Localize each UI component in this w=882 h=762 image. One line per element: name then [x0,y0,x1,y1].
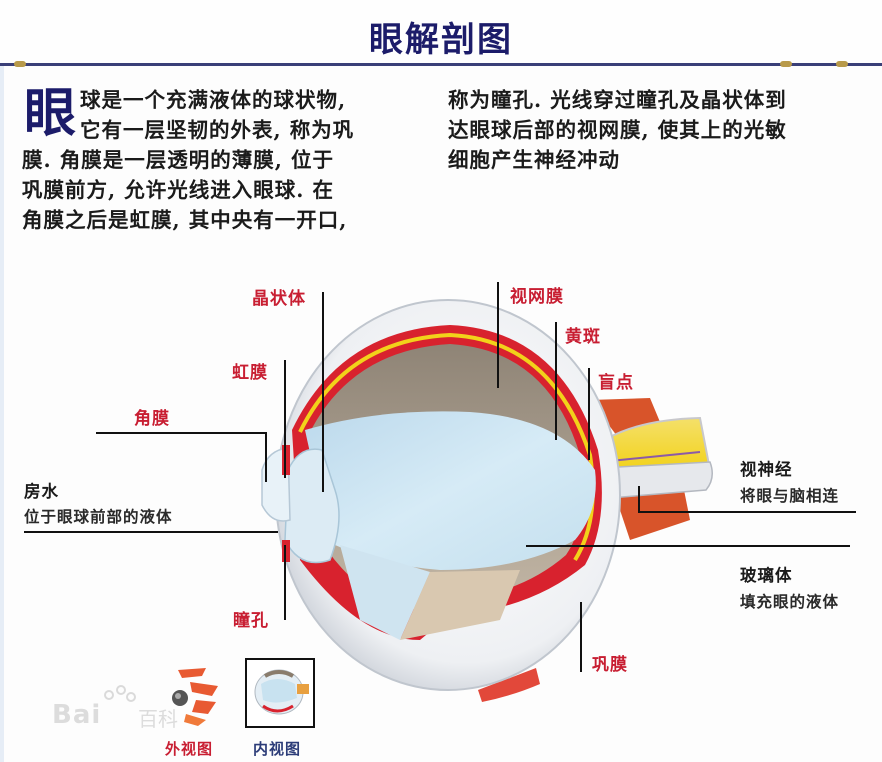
intro-dropcap: 眼 [24,83,77,144]
label-vitreous-body-desc: 填充眼的液体 [740,592,840,611]
vitreous-body [305,411,596,570]
leader-line-retina [497,282,499,388]
leader-line-lens [322,292,324,492]
watermark-paw-icon [104,690,114,700]
label-sclera: 巩膜 [592,655,628,675]
leader-line-pupil [284,545,286,620]
intro-line: 角膜之后是虹膜, 其中央有一开口, [22,208,348,232]
thumbnail-internal-view[interactable] [245,658,315,728]
leader-line-aqueous-humor [24,531,278,533]
label-macula: 黄斑 [565,327,601,347]
intro-line: 称为瞳孔. 光线穿过瞳孔及晶状体到 [448,88,787,112]
watermark-paw-icon [126,692,136,702]
external-view-eye-icon [172,668,218,726]
intro-line: 达眼球后部的视网膜, 使其上的光敏 [448,118,787,142]
leader-line-iris [284,360,286,478]
leader-line-blind-spot [588,368,590,460]
label-optic-nerve-desc: 将眼与脑相连 [740,486,840,505]
label-vitreous-body: 玻璃体 [740,566,793,585]
page-title: 眼解剖图 [369,20,513,60]
thumbnail-caption-internal: 内视图 [253,740,302,758]
leader-line-cornea-h [96,432,266,434]
label-pupil: 瞳孔 [233,611,269,631]
label-optic-nerve: 视神经 [740,460,793,479]
lens [284,448,340,564]
internal-view-eye-icon [254,669,309,715]
label-iris: 虹膜 [232,363,268,383]
leader-line-sclera [580,602,582,672]
leader-line-optic-nerve-v [638,486,640,512]
watermark-paw-icon [116,685,126,695]
label-blind-spot: 盲点 [598,373,634,393]
intro-line: 膜. 角膜是一层透明的薄膜, 位于 [22,148,335,172]
iris [282,445,290,475]
leader-line-cornea-v [265,432,267,482]
thumbnail-caption-external: 外视图 [165,740,214,758]
watermark-logo: Bai [52,700,102,730]
label-cornea: 角膜 [134,409,170,429]
left-frame-border [0,0,4,762]
title-bar [0,0,882,64]
intro-line: 巩膜前方, 允许光线进入眼球. 在 [22,178,335,202]
leader-line-macula [555,322,557,440]
intro-line: 球是一个充满液体的球状物, [80,88,347,112]
leader-line-optic-nerve-h [638,511,856,513]
label-aqueous-humor-desc: 位于眼球前部的液体 [24,507,173,526]
label-aqueous-humor: 房水 [24,482,59,501]
leader-line-vitreous-body [526,545,850,547]
divider-ornament [836,61,848,67]
thumbnail-external-view[interactable] [162,664,228,728]
label-retina: 视网膜 [510,287,564,307]
divider-ornament [14,61,26,67]
title-divider [0,63,882,66]
label-lens: 晶状体 [252,289,306,309]
intro-line: 它有一层坚韧的外表, 称为巩 [80,118,355,142]
intro-line: 细胞产生神经冲动 [448,148,620,172]
divider-ornament [780,61,792,67]
watermark-logo-cn: 百科 [138,707,178,731]
